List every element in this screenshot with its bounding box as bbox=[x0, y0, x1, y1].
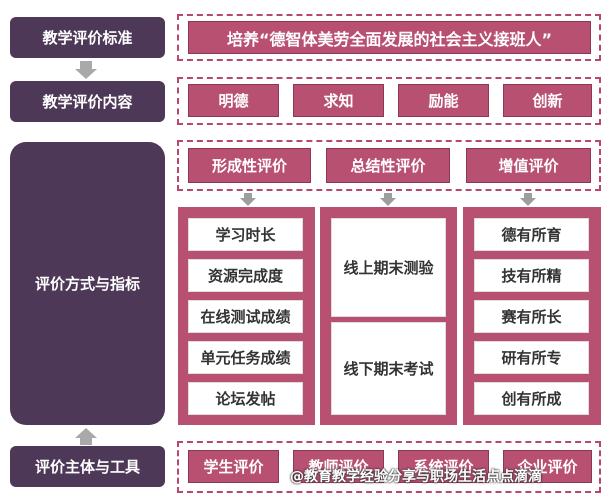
label-methods: 评价方式与指标 bbox=[10, 142, 165, 425]
value-added-item: 赛有所长 bbox=[474, 300, 589, 333]
value-added-item: 德有所育 bbox=[474, 218, 589, 251]
small-arrow-down-icon bbox=[384, 193, 392, 198]
arrow-up-icon bbox=[80, 438, 92, 445]
content-item-chuangxin: 创新 bbox=[503, 84, 592, 117]
subject-system: 系统评价 bbox=[398, 450, 489, 483]
value-added-item: 研有所专 bbox=[474, 341, 589, 374]
header-summative: 总结性评价 bbox=[326, 148, 450, 183]
small-arrow-down-icon bbox=[520, 198, 536, 206]
content-item-mingde: 明德 bbox=[188, 84, 279, 117]
header-value-added: 增值评价 bbox=[466, 148, 591, 183]
content-item-qiuzhi: 求知 bbox=[293, 84, 384, 117]
content-item-lineng: 励能 bbox=[398, 84, 489, 117]
small-arrow-down-icon bbox=[244, 193, 252, 198]
summative-item: 线上期末测验 bbox=[331, 218, 446, 317]
value-added-item: 技有所精 bbox=[474, 259, 589, 292]
watermark-text: @教育教学经验分享与职场生活点点滴滴 bbox=[290, 469, 542, 485]
header-formative: 形成性评价 bbox=[188, 148, 311, 183]
label-standard: 教学评价标准 bbox=[10, 17, 165, 58]
subject-enterprise: 企业评价 bbox=[503, 450, 592, 483]
value-added-item: 创有所成 bbox=[474, 382, 589, 415]
small-arrow-down-icon bbox=[240, 198, 256, 206]
arrow-up-icon bbox=[75, 428, 97, 438]
arrow-down-icon bbox=[75, 69, 97, 79]
formative-item: 单元任务成绩 bbox=[188, 341, 303, 374]
formative-item: 资源完成度 bbox=[188, 259, 303, 292]
subject-teacher: 教师评价 bbox=[293, 450, 384, 483]
subject-student: 学生评价 bbox=[188, 450, 279, 483]
formative-item: 在线测试成绩 bbox=[188, 300, 303, 333]
formative-item: 学习时长 bbox=[188, 218, 303, 251]
label-content: 教学评价内容 bbox=[10, 81, 165, 122]
small-arrow-down-icon bbox=[380, 198, 396, 206]
label-subjects: 评价主体与工具 bbox=[10, 446, 165, 487]
formative-item: 论坛发帖 bbox=[188, 382, 303, 415]
arrow-down-icon bbox=[80, 61, 92, 69]
slogan-box: 培养“德智体美劳全面发展的社会主义接班人” bbox=[188, 21, 591, 54]
small-arrow-down-icon bbox=[524, 193, 532, 198]
summative-item: 线下期末考试 bbox=[331, 322, 446, 415]
